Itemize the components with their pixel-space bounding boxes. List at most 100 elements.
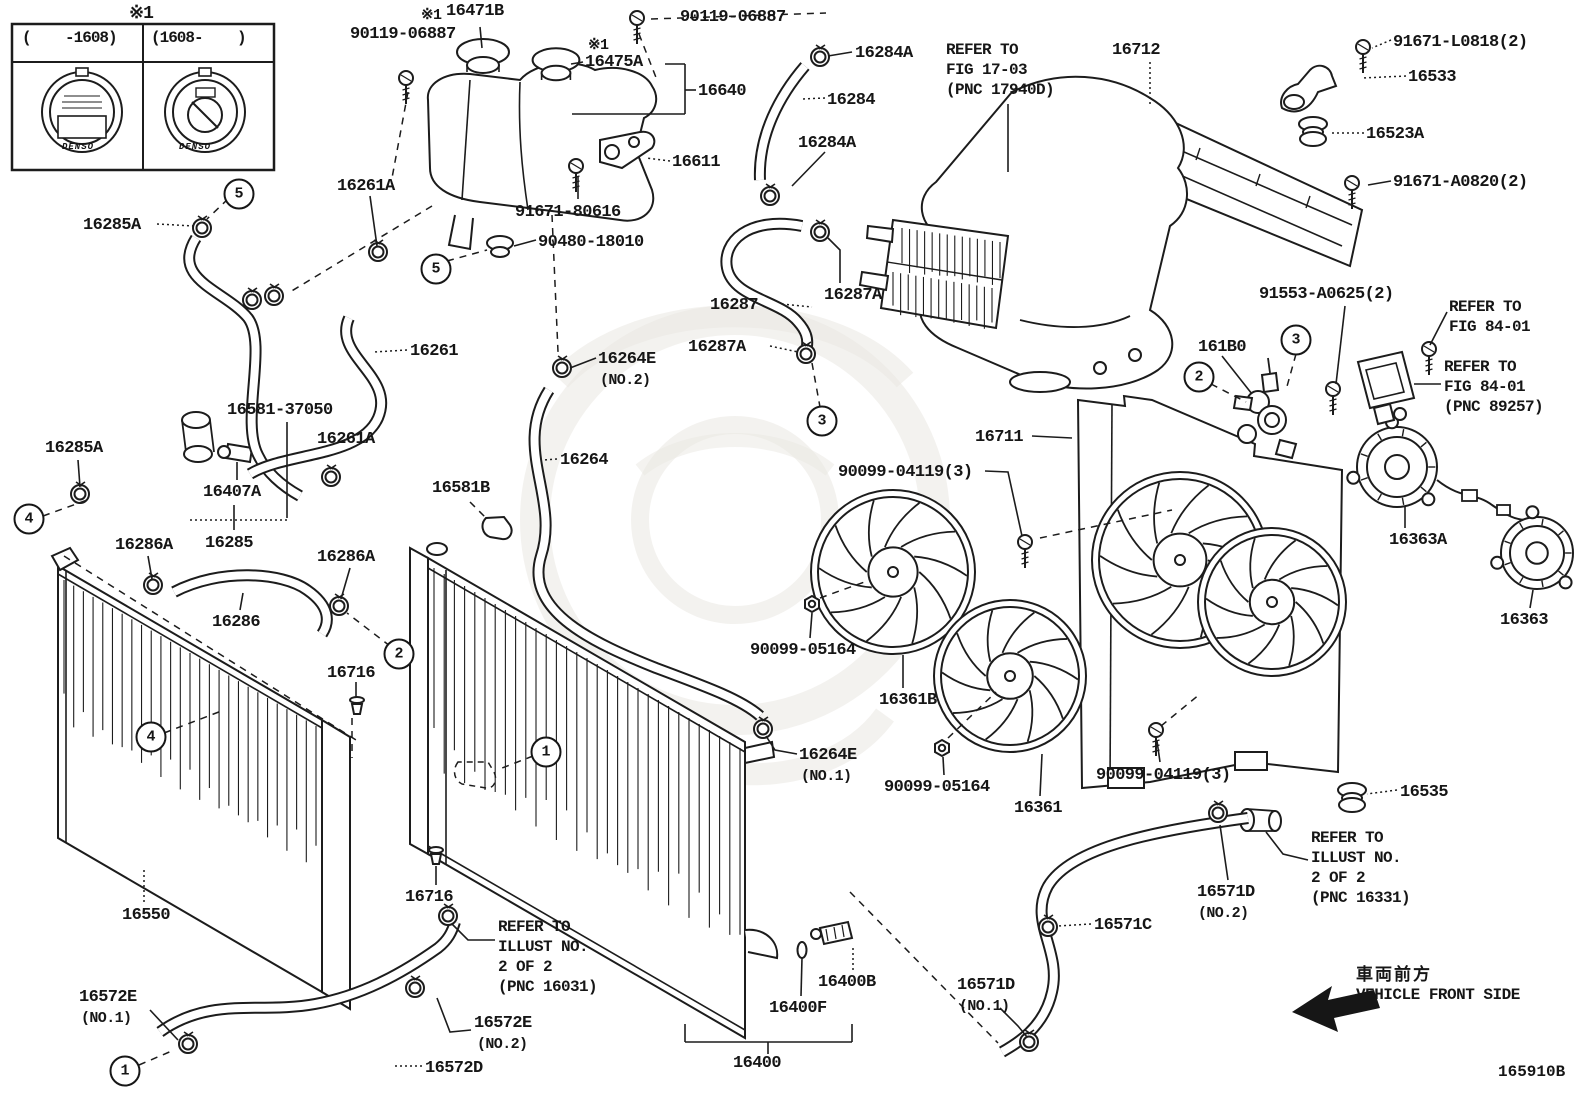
part-label: 16284A [798, 134, 856, 153]
diagram-shape [841, 924, 845, 938]
diagram-shape [604, 144, 620, 160]
diagram-shape [289, 205, 433, 293]
diagram-shape [1356, 350, 1416, 410]
part-label: 16363 [1500, 611, 1549, 630]
part-label: 16572E [474, 1014, 532, 1033]
diagram-shape [77, 459, 81, 488]
diagram-shape [1509, 525, 1565, 581]
diagram-shape [1211, 806, 1225, 820]
diagram-shape [827, 237, 841, 283]
diagram-shape [1039, 753, 1043, 797]
diagram-shape [1335, 305, 1346, 385]
diagram-shape [633, 32, 641, 36]
part-label: 16287A [688, 338, 746, 357]
diagram-shape [427, 845, 746, 1031]
diagram-shape [1009, 371, 1071, 393]
diagram-shape [195, 87, 216, 98]
diagram-shape [551, 305, 914, 388]
note-box-col-left: ( -1608) [22, 29, 118, 47]
part-label: 16361B [879, 691, 937, 710]
diagram-shape [813, 50, 827, 64]
diagram-shape [369, 195, 378, 247]
part-label: (NO.1) [801, 768, 852, 785]
diagram-shape [206, 198, 229, 220]
diagram-shape [49, 79, 115, 145]
diagram-shape [1204, 534, 1340, 670]
part-label: REFER TO ILLUST NO. 2 OF 2 (PNC 16031) [498, 918, 598, 996]
part-label: REFER TO FIG 17-03 (PNC 17940D) [946, 41, 1055, 99]
diagram-shape [1019, 315, 1131, 328]
diagram-shape [1558, 570, 1564, 576]
callout-4: 4 [13, 503, 45, 535]
diagram-shape [884, 502, 921, 548]
part-label: 16523A [1366, 125, 1424, 144]
part-label: REFER TO FIG 84-01 (PNC 89257) [1444, 358, 1544, 416]
diagram-shape [1039, 509, 1173, 539]
diagram-shape [1496, 504, 1511, 516]
part-label: 91671-80616 [515, 203, 621, 222]
part-label: 16363A [1389, 531, 1447, 550]
diagram-shape [830, 596, 886, 614]
diagram-shape [1188, 515, 1248, 534]
callout-1: 1 [530, 736, 562, 768]
diagram-shape [1504, 540, 1511, 545]
diagram-shape [1093, 361, 1107, 375]
diagram-shape [1260, 371, 1280, 394]
diagram-shape [1292, 986, 1380, 1032]
diagram-shape [1099, 555, 1158, 578]
diagram-shape [633, 27, 641, 31]
part-label: 16286A [317, 548, 375, 567]
note-box-col-right: (1608- ) [151, 29, 247, 47]
drawing-number: 165910B [1498, 1063, 1566, 1081]
diagram-shape [631, 14, 643, 22]
diagram-shape [57, 573, 323, 729]
diagram-shape [1246, 808, 1276, 812]
diagram-shape [1255, 173, 1261, 187]
diagram-shape [801, 97, 826, 100]
part-label: 16533 [1408, 68, 1457, 87]
diagram-shape [858, 270, 890, 292]
diagram-shape [1237, 424, 1257, 444]
part-label: 16400B [818, 973, 876, 992]
callout-5: 5 [420, 253, 452, 285]
part-label: (NO.1) [959, 998, 1010, 1015]
part-label: 91671-A0820(2) [1393, 173, 1528, 192]
diagram-shape [937, 743, 947, 753]
part-label: 16261A [337, 177, 395, 196]
diagram-shape [1004, 670, 1016, 682]
diagram-shape [1033, 675, 1064, 720]
diagram-shape [1384, 454, 1410, 480]
part-label: 16287A [824, 286, 882, 305]
diagram-shape [350, 703, 364, 715]
diagram-shape [187, 97, 223, 133]
diagram-shape [245, 293, 259, 307]
part-label: 91553-A0625(2) [1259, 285, 1394, 304]
diagram-shape [865, 596, 902, 642]
diagram-shape [198, 67, 212, 77]
diagram-shape [1425, 368, 1433, 372]
diagram-shape [867, 500, 875, 557]
part-label: 16471B [446, 2, 504, 21]
diagram-shape [1026, 690, 1034, 742]
diagram-shape [1329, 403, 1337, 407]
diagram-shape [146, 578, 160, 592]
part-label: 16407A [203, 483, 261, 502]
diagram-shape [1267, 357, 1271, 374]
diagram-shape [952, 698, 1003, 714]
diagram-shape [984, 470, 1023, 537]
diagram-shape [149, 1009, 179, 1041]
diagram-shape [765, 735, 798, 755]
diagram-shape [446, 903, 454, 909]
diagram-shape [1357, 43, 1369, 51]
diagram-shape [1278, 565, 1328, 581]
diagram-shape [1027, 1029, 1035, 1035]
diagram-shape [1299, 131, 1327, 147]
callout-4: 4 [135, 721, 167, 753]
part-label: 16571D [957, 976, 1015, 995]
diagram-shape [1021, 551, 1029, 555]
part-label: 16640 [698, 82, 747, 101]
diagram-shape [1174, 554, 1186, 566]
part-label: 16571D [1197, 883, 1255, 902]
diagram-shape [934, 738, 950, 758]
